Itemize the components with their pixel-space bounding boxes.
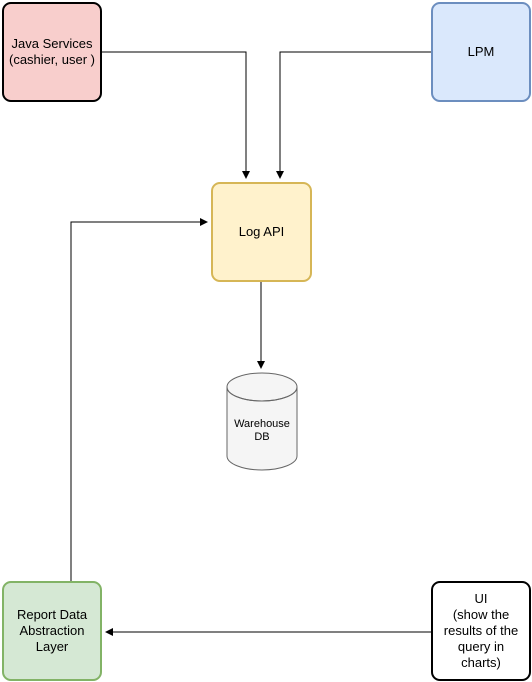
edge-lpm-to-logapi — [276, 51, 431, 179]
ui-label: UI (show the results of the query in cha… — [443, 591, 519, 670]
lpm-node[interactable]: LPM — [431, 2, 531, 102]
java-services-node[interactable]: Java Services (cashier, user ) — [2, 2, 102, 102]
warehouse-db-label: Warehouse DB — [234, 418, 290, 443]
report-data-abstraction-layer-node[interactable]: Report Data Abstraction Layer — [2, 581, 102, 681]
log-api-label: Log API — [238, 224, 285, 239]
edge-report-to-logapi — [70, 218, 208, 581]
ui-node[interactable]: UI (show the results of the query in cha… — [431, 581, 531, 681]
java-services-label: Java Services (cashier, user ) — [9, 36, 95, 67]
log-api-node[interactable]: Log API — [211, 182, 312, 282]
lpm-label: LPM — [467, 44, 495, 59]
warehouse-db-cylinder — [226, 372, 298, 471]
edge-java-to-logapi — [102, 51, 250, 179]
report-layer-label: Report Data Abstraction Layer — [16, 607, 88, 654]
